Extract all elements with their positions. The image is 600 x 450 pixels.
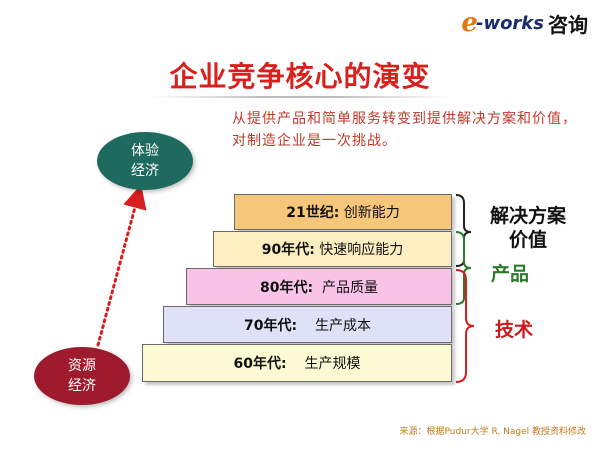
step-1980s: 80年代: 产品质量 [186, 268, 452, 305]
solution-line1: 解决方案 [489, 205, 566, 227]
title-divider [150, 96, 450, 98]
oval-top-line1: 体验 [131, 143, 159, 159]
step-era: 21世纪: [286, 205, 340, 221]
oval-bottom-line2: 经济 [68, 378, 96, 394]
oval-bottom-line1: 资源 [68, 358, 96, 374]
step-text: 生产规模 [304, 356, 361, 372]
step-text: 快速响应能力 [319, 242, 404, 258]
experience-economy-oval: 体验 经济 [97, 132, 193, 190]
step-era: 70年代: [244, 317, 298, 334]
step-1970s: 70年代: 生产成本 [163, 306, 452, 343]
evolution-arrow [96, 184, 147, 347]
source-note: 来源：根据Pudur大学 R. Nagel 教授资料修改 [399, 427, 586, 437]
logo-e-letter: e [461, 8, 478, 38]
step-era: 80年代: [260, 279, 314, 296]
product-label: 产品 [490, 263, 529, 285]
eworks-logo: e -works 咨询 [461, 8, 588, 38]
brace-product [455, 231, 472, 305]
solution-line2: 价值 [508, 229, 547, 251]
resource-economy-oval: 资源 经济 [34, 347, 130, 405]
logo-works-text: -works [475, 12, 544, 34]
logo-consulting-text: 咨询 [548, 12, 588, 37]
solution-value-label: 解决方案 价值 [478, 204, 578, 252]
step-text: 生产成本 [314, 317, 371, 334]
step-era: 60年代: [233, 356, 287, 372]
oval-top-line2: 经济 [131, 163, 159, 179]
step-1960s: 60年代: 生产规模 [142, 344, 452, 382]
page-title: 企业竞争核心的演变 [169, 60, 431, 93]
step-21st-century: 21世纪: 创新能力 [234, 194, 452, 230]
challenge-note: 从提供产品和简单服务转变到提供解决方案和价值，对制造企业是一次挑战。 [232, 111, 577, 149]
step-era: 90年代: [261, 242, 315, 258]
brace-tech [455, 269, 475, 383]
step-text: 产品质量 [322, 279, 378, 296]
technology-label: 技术 [494, 319, 533, 341]
step-1990s: 90年代: 快速响应能力 [213, 231, 452, 267]
step-text: 创新能力 [343, 205, 400, 221]
